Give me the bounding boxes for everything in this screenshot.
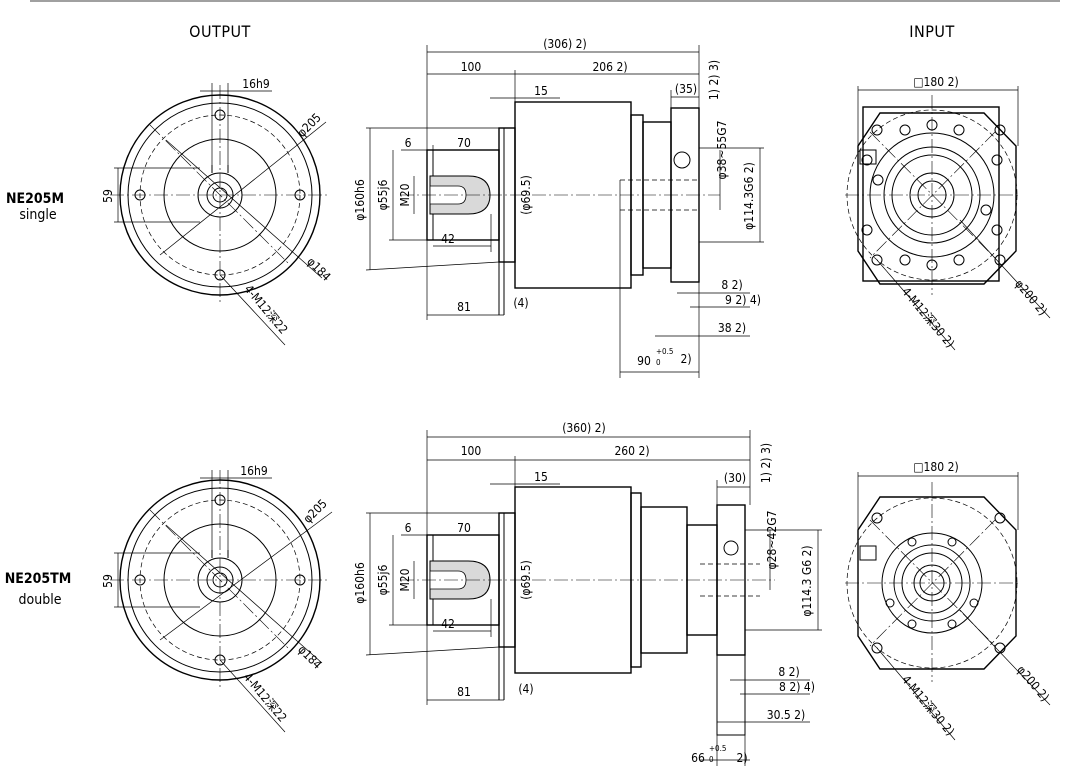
input-bore-1: φ38~55G7 — [715, 121, 729, 180]
input-holes-label-2: 4-M12深30 2) — [899, 673, 957, 739]
tapped-holes-label-1: 4-M12深22 — [242, 282, 291, 337]
len-6-2: 6 — [405, 521, 412, 535]
housing-dia-2: φ160h6 — [353, 562, 367, 604]
square-label-2: □180 2) — [913, 460, 958, 474]
notes-1: 1) 2) 3) — [707, 60, 721, 100]
dim-9-1: 9 2) 4) — [725, 293, 761, 307]
square-label-1: □180 2) — [913, 75, 958, 89]
dim-66-tol2-2: 0 — [709, 755, 714, 764]
len-42-1: 42 — [441, 232, 455, 246]
dim-38-1: 38 2) — [718, 321, 746, 335]
pilot-dia-2: φ114.3 G6 2) — [800, 545, 814, 616]
len-a-2: 100 — [461, 444, 482, 458]
len-42-2: 42 — [441, 617, 455, 631]
keyway-label-2: 16h9 — [240, 464, 268, 478]
len-70-1: 70 — [457, 136, 471, 150]
len-4-1: (4) — [513, 296, 528, 310]
dim-66-tol-2: +0.5 — [709, 744, 726, 753]
input-pcd-label-2: φ200 2) — [1014, 663, 1052, 704]
housing-dia-1: φ160h6 — [353, 179, 367, 221]
model-name-1: NE205M — [6, 191, 64, 207]
notes-2: 1) 2) 3) — [759, 443, 773, 483]
input-view-2 — [845, 472, 1051, 741]
len-d-2: (30) — [724, 471, 746, 485]
len-4-2: (4) — [518, 682, 533, 696]
outer-dia-label-2: φ184 — [295, 642, 325, 672]
len-a-1: 100 — [461, 60, 482, 74]
height-label-2: 59 — [101, 574, 115, 588]
side-view-2 — [365, 430, 822, 766]
height-label-1: 59 — [101, 189, 115, 203]
pcd-label-2: φ205 — [300, 496, 330, 526]
len-b-2: 260 2) — [614, 444, 649, 458]
shaft-dia-1: φ55j6 — [376, 180, 390, 211]
input-header: INPUT — [909, 22, 955, 41]
dim-90-note-1: 2) — [680, 352, 691, 366]
total-length-2: (360) 2) — [562, 421, 606, 435]
shaft-dia-2: φ55j6 — [376, 565, 390, 596]
dim-8b-2: 8 2) 4) — [779, 680, 815, 694]
model-type-2: double — [19, 592, 62, 608]
tapped-holes-label-2: 4-M12深22 — [241, 670, 290, 725]
len-c-2: 15 — [534, 470, 548, 484]
thread-1: M20 — [398, 183, 412, 206]
dim-66-note-2: 2) — [736, 751, 747, 765]
input-bore-2: φ28~42G7 — [765, 511, 779, 570]
input-pcd-label-1: φ200 2) — [1012, 277, 1050, 318]
len-c-1: 15 — [534, 84, 548, 98]
inner-dia-1: (φ69.5) — [519, 175, 533, 215]
inner-dia-2: (φ69.5) — [519, 560, 533, 600]
dim-90-1: 90 — [637, 354, 651, 368]
dim-90-tol-1: +0.5 — [656, 347, 673, 356]
len-6-1: 6 — [405, 136, 412, 150]
dim-30-2: 30.5 2) — [767, 708, 806, 722]
outer-dia-label-1: φ184 — [304, 254, 334, 284]
output-header: OUTPUT — [189, 22, 251, 41]
dim-90-tol2-1: 0 — [656, 358, 661, 367]
pilot-dia-1: φ114.3G6 2) — [742, 162, 756, 230]
total-length-1: (306) 2) — [543, 37, 587, 51]
model-name-2: NE205TM — [5, 571, 72, 587]
input-holes-label-1: 4-M12深30 2) — [899, 285, 957, 351]
len-81-1: 81 — [457, 300, 471, 314]
model-type-1: single — [19, 207, 57, 223]
dim-8-1: 8 2) — [721, 278, 742, 292]
dim-8-2: 8 2) — [778, 665, 799, 679]
len-b-1: 206 2) — [592, 60, 627, 74]
output-view-1 — [110, 83, 330, 346]
len-81-2: 81 — [457, 685, 471, 699]
len-d-1: (35) — [675, 82, 697, 96]
side-view-1 — [365, 45, 764, 378]
output-view-2 — [110, 470, 333, 733]
keyway-label-1: 16h9 — [242, 77, 270, 91]
len-70-2: 70 — [457, 521, 471, 535]
dim-66-2: 66 — [691, 751, 705, 765]
thread-2: M20 — [398, 568, 412, 591]
input-view-1 — [845, 86, 1051, 351]
